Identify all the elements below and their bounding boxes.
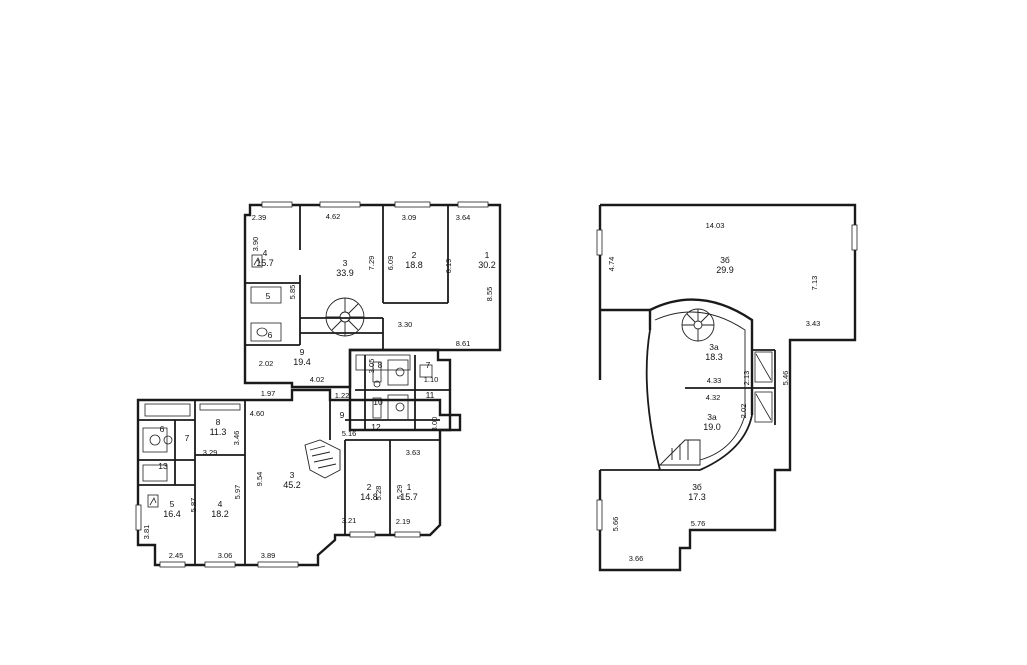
room-number: 7 <box>426 360 431 370</box>
dimension-label: 2.13 <box>742 371 751 386</box>
room-number: 12 <box>371 422 381 432</box>
dimension-label: 5.16 <box>342 429 357 438</box>
dimension-label: 3.66 <box>629 554 644 563</box>
dimension-label: 1.97 <box>261 389 276 398</box>
room-area: 16.4 <box>163 509 181 519</box>
room-number: 13 <box>158 461 168 471</box>
room-area: 11.3 <box>210 427 227 437</box>
room-area: 18.3 <box>705 352 723 362</box>
dimension-label: 3.09 <box>402 213 417 222</box>
room-number: 10 <box>373 397 383 407</box>
room-area: 15.7 <box>256 258 274 268</box>
dimension-label: 3.21 <box>342 516 357 525</box>
room-number: 9 <box>300 347 305 357</box>
dimension-label: 3.00 <box>430 417 439 432</box>
dimension-label: 5.46 <box>781 371 790 386</box>
dimension-label: 8.61 <box>456 339 471 348</box>
left-plan-middle-core <box>348 348 452 432</box>
dimension-label: 3.43 <box>806 319 821 328</box>
room-number: 4 <box>263 248 268 258</box>
room-number: 7 <box>185 433 190 443</box>
room-number: 2 <box>412 250 417 260</box>
dimension-label: 3.06 <box>218 551 233 560</box>
room-number: 3б <box>692 482 702 492</box>
dimension-label: 4.32 <box>706 393 721 402</box>
dimension-label: 5.97 <box>233 485 242 500</box>
room-number: 8 <box>216 417 221 427</box>
room-number: 1 <box>407 482 412 492</box>
dimension-label: 6.09 <box>386 256 395 271</box>
room-number: 5 <box>266 291 271 301</box>
room-area: 19.0 <box>703 422 721 432</box>
dimension-label: 14.03 <box>706 221 725 230</box>
dimension-label: 4.74 <box>607 257 616 272</box>
dimension-label: 3.05 <box>367 359 376 374</box>
dimension-label: 3.46 <box>232 431 241 446</box>
room-number: 3а <box>709 342 719 352</box>
left-plan-upper-wing <box>243 201 502 389</box>
room-number: 6 <box>268 330 273 340</box>
room-number: 1 <box>485 250 490 260</box>
room-number: 5 <box>170 499 175 509</box>
dimension-label: 8.55 <box>485 287 494 302</box>
dimension-label: 3.30 <box>398 320 413 329</box>
room-area: 29.9 <box>716 265 734 275</box>
room-area: 18.8 <box>405 260 423 270</box>
right-plan <box>596 203 858 572</box>
dimension-label: 3.64 <box>456 213 471 222</box>
dimension-label: 4.02 <box>310 375 325 384</box>
room-number: 3 <box>290 470 295 480</box>
room-area: 15.7 <box>400 492 418 502</box>
dimension-label: 2.45 <box>169 551 184 560</box>
room-area: 45.2 <box>283 480 301 490</box>
room-area: 17.3 <box>688 492 706 502</box>
room-number: 6 <box>160 424 165 434</box>
dimension-label: 5.66 <box>611 517 620 532</box>
room-number: 11 <box>426 390 435 400</box>
room-number: 3а <box>707 412 717 422</box>
room-number: 2 <box>367 482 372 492</box>
dimension-label: 4.60 <box>250 409 265 418</box>
room-area: 14.8 <box>360 492 378 502</box>
dimension-label: 5.85 <box>288 285 297 300</box>
room-area: 18.2 <box>211 509 229 519</box>
dimension-label: 5.87 <box>189 498 198 513</box>
dimension-label: 3.63 <box>406 448 421 457</box>
dimension-label: 3.89 <box>261 551 276 560</box>
room-number: 8 <box>378 360 383 370</box>
dimension-label: 4.62 <box>326 212 341 221</box>
dimension-label: 2.19 <box>396 517 411 526</box>
room-number: 4 <box>218 499 223 509</box>
dimension-label: 5.76 <box>691 519 706 528</box>
dimension-label: 2.39 <box>252 213 267 222</box>
room-number: 3 <box>343 258 348 268</box>
dimension-label: 5.29 <box>395 485 404 500</box>
dimension-label: 2.02 <box>739 404 748 419</box>
room-number: 9 <box>340 410 345 420</box>
dimension-label: 3.90 <box>251 237 260 252</box>
dimension-label: 2.02 <box>259 359 274 368</box>
dimension-label: 9.54 <box>255 472 264 487</box>
dimension-label: 5.28 <box>374 486 383 501</box>
dimension-label: 7.29 <box>367 256 376 271</box>
dimension-label: 1.22 <box>335 391 350 400</box>
dimension-label: 6.19 <box>444 259 453 274</box>
dimension-label: 3.81 <box>142 525 151 540</box>
dimension-label: 4.33 <box>707 376 722 385</box>
room-area: 33.9 <box>336 268 354 278</box>
room-number: 3б <box>720 255 730 265</box>
room-area: 30.2 <box>478 260 496 270</box>
left-plan-lower-wing <box>135 388 462 568</box>
room-area: 19.4 <box>293 357 311 367</box>
dimension-label: 3.29 <box>203 448 218 457</box>
dimension-labels: 2.39 4.62 3.09 3.64 3.90 7.29 6.09 6.19 8.55 5.85… <box>142 212 820 563</box>
dimension-label: 7.13 <box>810 276 819 291</box>
dimension-label: 1.10 <box>424 375 439 384</box>
